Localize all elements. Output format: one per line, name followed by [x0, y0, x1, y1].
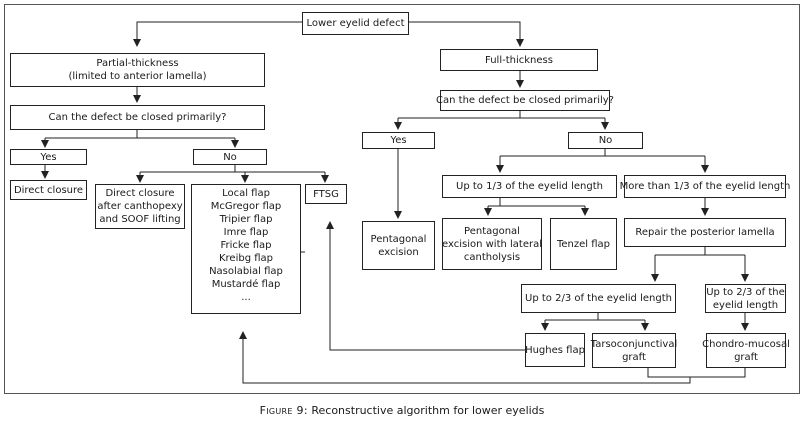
partial-question-node: Can the defect be closed primarily?	[10, 105, 265, 130]
diagram-frame	[4, 4, 800, 394]
tenzel-flap-node: Tenzel flap	[550, 218, 617, 270]
partial-no-node: No	[193, 149, 267, 165]
arrow-hughes-ftsg	[326, 221, 525, 351]
full-no-node: No	[568, 132, 643, 149]
up-to-one-third-node: Up to 1/3 of the eyelid length	[442, 175, 617, 198]
caption-label: Figure 9:	[259, 404, 308, 417]
arrow-root-full	[409, 21, 524, 47]
arrow-pno-options	[140, 165, 325, 173]
arrow-grafts-localflap	[243, 332, 746, 384]
figure-caption: Figure 9: Reconstructive algorithm for l…	[0, 404, 804, 417]
full-question-node: Can the defect be closed primarily?	[436, 90, 614, 111]
partial-yes-node: Yes	[10, 149, 87, 165]
arrow-pq-yesno	[44, 130, 236, 146]
partial-thickness-node: Partial-thickness(limited to anterior la…	[10, 53, 265, 87]
more-than-one-third-node: More than 1/3 of the eyelid length	[620, 175, 790, 198]
ftsg-node: FTSG	[305, 184, 347, 204]
full-thickness-node: Full-thickness	[440, 49, 598, 71]
arrow-root-partial	[133, 21, 302, 47]
direct-closure-node: Direct closure	[10, 180, 87, 200]
repair-posterior-lamella-node: Repair the posterior lamella	[624, 218, 786, 247]
full-yes-node: Yes	[362, 132, 435, 149]
hughes-flap-node: Hughes flap	[525, 333, 585, 367]
caption-text: Reconstructive algorithm for lower eyeli…	[307, 404, 545, 417]
root-node: Lower eyelid defect	[302, 12, 409, 35]
up-to-two-thirds-node: Up to 2/3 of the eyelid length	[521, 284, 676, 313]
